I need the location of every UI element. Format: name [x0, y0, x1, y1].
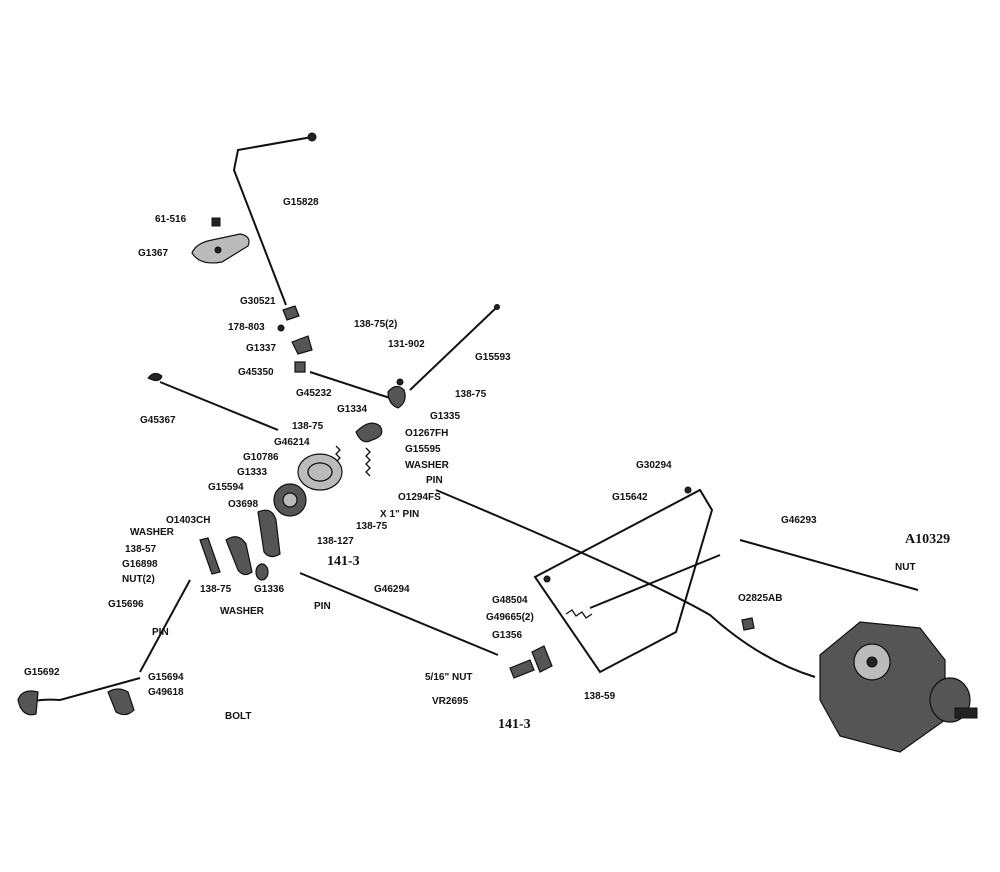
label-pin-3-16-1: X 1" PIN [380, 509, 420, 520]
label-g46214: G46214 [274, 437, 310, 448]
label-g1337: G1337 [246, 343, 277, 354]
label-g15694: G15694 [148, 672, 184, 683]
label-bolt-5-16: BOLT [225, 711, 252, 722]
label-vr2695: VR2695 [432, 696, 469, 707]
clip-o2825ab [741, 617, 755, 631]
label-61-516: 61-516 [155, 214, 187, 225]
label-g16898: G16898 [122, 559, 158, 570]
label-washer-3-8: WASHER [130, 527, 174, 538]
label-138-75-2: 138-75(2) [354, 319, 398, 330]
label-g1333: G1333 [237, 467, 268, 478]
arm-part [291, 335, 313, 355]
label-o2825ab: O2825AB [738, 593, 783, 604]
label-washer-quarter: WASHER [405, 460, 449, 471]
label-g45232: G45232 [296, 388, 332, 399]
bracket-plate [191, 233, 250, 264]
pump-cable [435, 489, 816, 678]
label-g15696: G15696 [108, 599, 144, 610]
pedal-rod [139, 579, 191, 673]
label-141-3-b: 141-3 [498, 717, 531, 732]
small-washer [277, 324, 285, 332]
label-141-3-a: 141-3 [327, 554, 360, 569]
label-g45367: G45367 [140, 415, 176, 426]
spring-g48504 [565, 609, 593, 619]
label-g15692: G15692 [24, 667, 60, 678]
label-138-127: 138-127 [317, 536, 354, 547]
label-g15828: G15828 [283, 197, 319, 208]
label-nut-5-16: 5/16" NUT [425, 672, 473, 683]
link-vr2695 [509, 659, 535, 679]
governor-disc [297, 453, 343, 491]
label-figure-id: A10329 [905, 532, 951, 547]
clip-part [282, 305, 300, 321]
label-138-75-b: 138-75 [292, 421, 324, 432]
label-nut-3-8: NUT(2) [122, 574, 155, 585]
injection-pump [819, 621, 978, 753]
yoke-part [199, 537, 221, 575]
label-g15642: G15642 [612, 492, 648, 503]
collar-part [255, 563, 269, 581]
pin-part [294, 361, 306, 373]
label-g46294: G46294 [374, 584, 410, 595]
label-g30294: G30294 [636, 460, 672, 471]
arm-link-2 [225, 536, 253, 576]
linkage-rod [309, 371, 391, 399]
label-g30521: G30521 [240, 296, 276, 307]
label-g1336: G1336 [254, 584, 285, 595]
label-g10786: G10786 [243, 452, 279, 463]
label-g1356: G1356 [492, 630, 523, 641]
spring-part-2 [365, 447, 371, 477]
label-washer-7-16: WASHER [220, 606, 264, 617]
label-g48504: G48504 [492, 595, 528, 606]
label-138-59: 138-59 [584, 691, 616, 702]
control-rod [299, 572, 499, 656]
pump-rod [739, 539, 919, 591]
label-pin-3-32-3-4-b: PIN [152, 627, 169, 638]
label-pin-3-32-3-4-a: PIN [314, 601, 331, 612]
label-138-75-d: 138-75 [200, 584, 232, 595]
label-178-803: 178-803 [228, 322, 265, 333]
label-g49618: G49618 [148, 687, 184, 698]
lever-g1356 [531, 645, 553, 673]
long-rod [409, 306, 498, 391]
label-g15595: G15595 [405, 444, 441, 455]
label-g1335: G1335 [430, 411, 461, 422]
label-g15594: G15594 [208, 482, 244, 493]
bellcrank-part [355, 422, 383, 443]
arm-link [257, 509, 281, 558]
label-138-75-a: 138-75 [455, 389, 487, 400]
throttle-lever-rod [232, 132, 317, 306]
short-rod [589, 554, 721, 609]
label-o3698: O3698 [228, 499, 259, 510]
support-bracket [533, 486, 714, 674]
governor-hub [273, 483, 307, 517]
foot-pedal [17, 677, 141, 716]
label-g49665: G49665(2) [486, 612, 534, 623]
bolt-part [211, 217, 221, 227]
label-o1294fs: O1294FS [398, 492, 441, 503]
label-nut-quarter: NUT [895, 562, 916, 573]
label-138-57: 138-57 [125, 544, 157, 555]
pedal-bracket [107, 688, 135, 716]
throttle-cable [147, 372, 279, 431]
label-131-902: 131-902 [388, 339, 425, 350]
label-g45350: G45350 [238, 367, 274, 378]
label-g46293: G46293 [781, 515, 817, 526]
label-138-75-c: 138-75 [356, 521, 388, 532]
label-pin-3-16-half: PIN [426, 475, 443, 486]
lever-part [387, 385, 406, 409]
label-o1267fh: O1267FH [405, 428, 449, 439]
label-g1367: G1367 [138, 248, 169, 259]
label-o1403ch: O1403CH [166, 515, 211, 526]
label-g1334: G1334 [337, 404, 368, 415]
label-g15593: G15593 [475, 352, 511, 363]
